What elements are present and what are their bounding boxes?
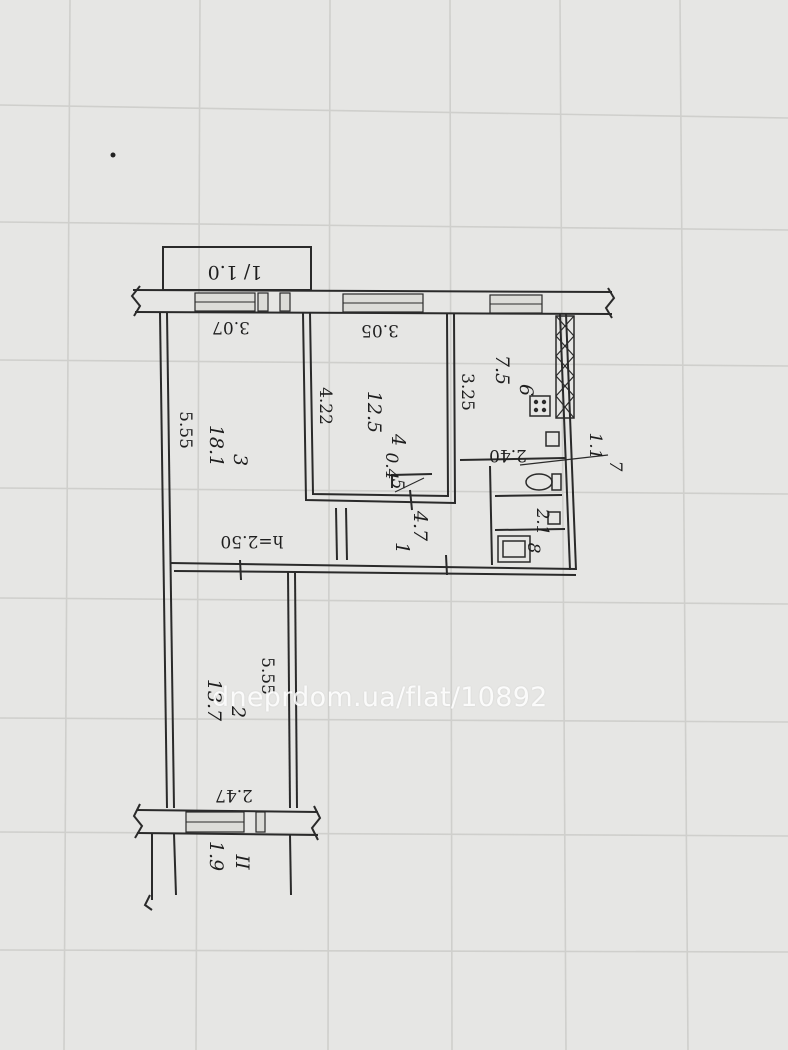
room-7-area: 1.1 [585, 432, 605, 459]
ceiling-height: h=2.50 [220, 531, 283, 551]
room-6-area: 7.5 [491, 355, 513, 385]
room-5-id: 5 [387, 479, 407, 490]
watermark-text: dneprdom.ua/flat/10892 [212, 682, 548, 713]
room-7-width: 2.40 [489, 445, 527, 465]
room-2-area: 13.7 [203, 679, 225, 722]
bathtub-icon [497, 535, 531, 563]
room-2-id: 2 [227, 705, 249, 718]
room-4-length: 4.22 [315, 387, 335, 425]
room-4-area: 12.5 [363, 391, 385, 433]
room-2-width: 2.47 [215, 785, 253, 805]
balcony-bottom-area: 1.9 [205, 841, 227, 871]
room-4-id: 4 [387, 433, 409, 446]
labels: 1/ 1.0 3.07 5.55 3 18.1 3.05 4.22 12.5 4… [175, 261, 625, 871]
fixtures [394, 395, 609, 563]
room-1-area: 4.7 [409, 510, 431, 542]
ink-dot [110, 152, 116, 158]
balcony-bottom-label: II [231, 853, 253, 870]
bottom-wall [132, 803, 322, 911]
room-8-id: 8 [523, 543, 543, 554]
room-6-id: 6 [515, 384, 537, 396]
room-3-width: 3.07 [212, 317, 250, 337]
room-3-area: 18.1 [205, 425, 227, 467]
room-3-length: 5.55 [175, 411, 195, 449]
room-2-length: 5.55 [257, 657, 277, 695]
room-3-id: 3 [229, 454, 251, 466]
room-5-area: 0.4 [381, 452, 401, 479]
sink-icon [545, 431, 560, 447]
room-7-id: 7 [605, 461, 625, 472]
room-4-width: 3.05 [361, 320, 399, 340]
stove-icon [529, 395, 551, 417]
washbasin-icon [547, 511, 561, 525]
top-wall [130, 285, 616, 319]
room-8-area: 2.1 [532, 507, 552, 535]
room-6-length: 3.25 [457, 373, 477, 411]
walls [159, 312, 577, 809]
toilet-icon [525, 473, 553, 491]
room-1-id: 1 [391, 542, 413, 554]
balcony-top-label: 1/ 1.0 [208, 261, 263, 283]
